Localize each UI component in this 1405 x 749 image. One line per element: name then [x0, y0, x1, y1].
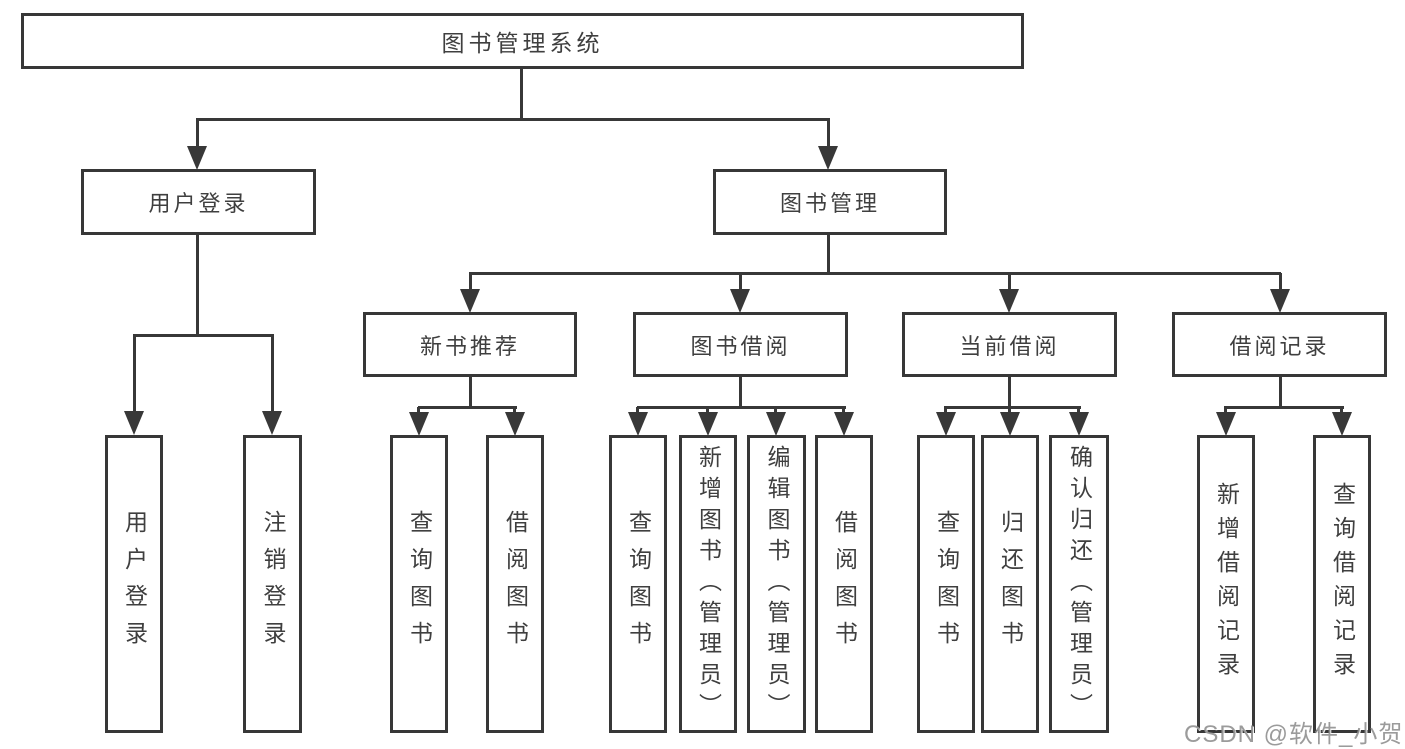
arrow-down-icon [730, 289, 750, 313]
arrow-down-icon [698, 412, 718, 436]
connector-line [1008, 407, 1011, 415]
connector-line [774, 407, 777, 415]
leaf-label: 确认归还（管理员） [1066, 444, 1093, 724]
node-borrowing-records: 借阅记录 [1172, 312, 1387, 377]
arrow-down-icon [1332, 412, 1352, 436]
connector-line [469, 272, 1281, 275]
leaf-label: 查询图书 [933, 510, 960, 658]
leaf-label: 新增借阅记录 [1213, 482, 1240, 686]
arrow-down-icon [818, 146, 838, 170]
leaf-query-books: 查询图书 [609, 435, 667, 733]
connector-line [944, 406, 1081, 409]
connector-line [827, 235, 830, 274]
leaf-logout: 注销登录 [243, 435, 302, 733]
leaf-label: 借阅图书 [831, 510, 858, 658]
leaf-borrow-books: 借阅图书 [486, 435, 544, 733]
connector-line [513, 407, 516, 415]
connector-line [1224, 406, 1344, 409]
leaf-return-books: 归还图书 [981, 435, 1039, 733]
leaf-query-books: 查询图书 [390, 435, 448, 733]
connector-line [1340, 407, 1343, 415]
arrow-down-icon [1216, 412, 1236, 436]
connector-line [739, 273, 742, 291]
connector-line [469, 377, 472, 409]
node-current-borrowing: 当前借阅 [902, 312, 1117, 377]
connector-line [417, 407, 420, 415]
arrow-down-icon [766, 412, 786, 436]
leaf-label: 新增图书（管理员） [695, 444, 722, 724]
connector-line [1077, 407, 1080, 415]
connector-line [1008, 377, 1011, 409]
connector-line [520, 69, 523, 120]
connector-line [739, 377, 742, 409]
arrow-down-icon [460, 289, 480, 313]
connector-line [637, 406, 846, 409]
arrow-down-icon [1069, 412, 1089, 436]
leaf-add-borrow-record: 新增借阅记录 [1197, 435, 1255, 733]
node-user-login: 用户登录 [81, 169, 316, 235]
node-book-management: 图书管理 [713, 169, 947, 235]
watermark: CSDN @软件_小贺同学 [1184, 721, 1405, 748]
connector-line [271, 335, 274, 413]
leaf-add-books-admin: 新增图书（管理员） [679, 435, 737, 733]
connector-line [944, 407, 947, 415]
node-library-management-system: 图书管理系统 [21, 13, 1024, 69]
arrow-down-icon [124, 411, 144, 435]
connector-line [133, 334, 274, 337]
connector-line [196, 119, 199, 148]
connector-line [1279, 377, 1282, 409]
leaf-label: 注销登录 [260, 510, 286, 658]
connector-line [196, 118, 830, 121]
node-new-book-recommendation: 新书推荐 [363, 312, 577, 377]
leaf-edit-books-admin: 编辑图书（管理员） [747, 435, 806, 733]
connector-line [1008, 273, 1011, 291]
arrow-down-icon [262, 411, 282, 435]
leaf-label: 查询图书 [625, 510, 652, 658]
leaf-query-borrow-record: 查询借阅记录 [1313, 435, 1371, 733]
connector-line [827, 119, 830, 148]
arrow-down-icon [834, 412, 854, 436]
leaf-label: 查询图书 [406, 510, 433, 658]
connector-line [196, 234, 199, 337]
arrow-down-icon [505, 412, 525, 436]
leaf-confirm-return-admin: 确认归还（管理员） [1049, 435, 1109, 733]
leaf-label: 归还图书 [997, 510, 1024, 658]
connector-line [418, 406, 517, 409]
arrow-down-icon [1000, 412, 1020, 436]
leaf-label: 查询借阅记录 [1329, 482, 1356, 686]
leaf-borrow-books: 借阅图书 [815, 435, 873, 733]
connector-line [706, 407, 709, 415]
connector-line [842, 407, 845, 415]
leaf-label: 编辑图书（管理员） [764, 444, 790, 724]
leaf-label: 借阅图书 [502, 510, 529, 658]
arrow-down-icon [936, 412, 956, 436]
connector-line [133, 335, 136, 413]
connector-line [1279, 273, 1282, 291]
arrow-down-icon [628, 412, 648, 436]
connector-line [469, 273, 472, 291]
node-book-borrowing: 图书借阅 [633, 312, 848, 377]
arrow-down-icon [409, 412, 429, 436]
arrow-down-icon [1270, 289, 1290, 313]
arrow-down-icon [999, 289, 1019, 313]
connector-line [636, 407, 639, 415]
leaf-user-login: 用户登录 [105, 435, 163, 733]
connector-line [1224, 407, 1227, 415]
leaf-label: 用户登录 [121, 510, 148, 658]
leaf-query-books: 查询图书 [917, 435, 975, 733]
arrow-down-icon [187, 146, 207, 170]
